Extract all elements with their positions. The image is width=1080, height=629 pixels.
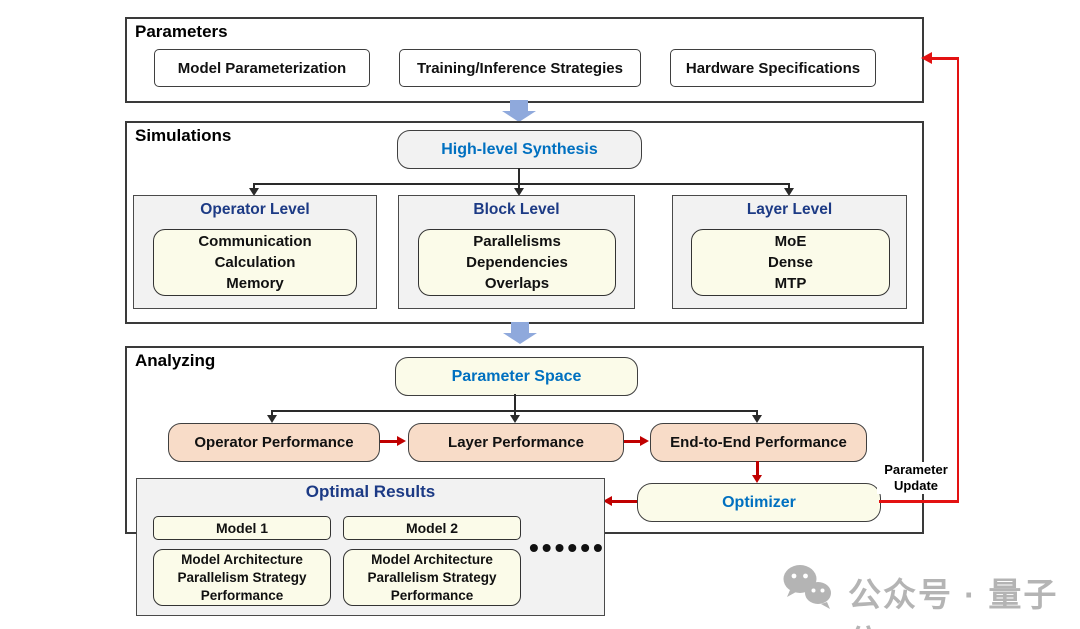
optimizer-text: Optimizer [722, 493, 796, 511]
model-2-detail-line: Parallelism Strategy [367, 569, 497, 585]
ellipsis-dots: •••••• [529, 532, 606, 563]
simulations-label: Simulations [135, 126, 232, 145]
parameter-space-box: Parameter Space [395, 357, 638, 396]
operator-level-line: Memory [226, 275, 284, 292]
wechat-icon [783, 565, 831, 609]
connector-line [518, 183, 520, 189]
model-1-text: Model 1 [215, 519, 269, 536]
arrowhead-down-icon [784, 188, 794, 196]
arrowhead-down-icon [514, 188, 524, 196]
operator-level-line: Calculation [214, 254, 296, 271]
layer-level-line: MoE [774, 233, 807, 250]
connector-line [514, 410, 516, 416]
training-inference-strategies-text: Training/Inference Strategies [417, 59, 623, 77]
layer-level-items-box: MoE Dense MTP [691, 229, 890, 296]
block-level-line: Overlaps [484, 275, 550, 292]
arrowhead-down-icon [267, 415, 277, 423]
arrowhead-down-icon [752, 475, 762, 483]
operator-level-line: Communication [198, 233, 312, 250]
connector-line [254, 183, 790, 185]
operator-performance-box: Operator Performance [168, 423, 380, 462]
parameters-section: Parameters Model Parameterization Traini… [125, 17, 924, 103]
high-level-synthesis-box: High-level Synthesis [397, 130, 642, 169]
model-2-detail-line: Performance [390, 587, 474, 603]
optimizer-box: Optimizer [637, 483, 881, 522]
analyzing-label: Analyzing [135, 351, 216, 370]
hardware-specifications-text: Hardware Specifications [685, 59, 861, 77]
parameter-update-label: Parameter Update [877, 462, 955, 494]
feedback-loop-line [931, 57, 959, 60]
connector-line [514, 394, 516, 411]
layer-performance-box: Layer Performance [408, 423, 624, 462]
operator-level-title: Operator Level [200, 201, 310, 218]
model-2-box: Model 2 [343, 516, 521, 540]
down-block-arrow-1-icon [502, 100, 536, 122]
layer-level-line: MTP [774, 275, 807, 292]
model-2-text: Model 2 [405, 519, 459, 536]
model-1-details-box: Model Architecture Parallelism Strategy … [153, 549, 331, 606]
connector-line [788, 183, 790, 189]
block-level-panel: Block Level Parallelisms Dependencies Ov… [398, 195, 635, 309]
arrowhead-left-icon [921, 52, 932, 64]
high-level-synthesis-text: High-level Synthesis [441, 140, 598, 158]
arrowhead-right-icon [640, 436, 649, 446]
red-arrow-line [380, 440, 398, 443]
model-2-details-box: Model Architecture Parallelism Strategy … [343, 549, 521, 606]
operator-level-items-box: Communication Calculation Memory [153, 229, 357, 296]
connector-line [756, 410, 758, 416]
watermark-text: 公众号 · 量子位 [848, 576, 1059, 629]
arrowhead-right-icon [397, 436, 406, 446]
operator-level-panel: Operator Level Communication Calculation… [133, 195, 377, 309]
operator-performance-text: Operator Performance [194, 434, 354, 451]
connector-line [271, 410, 273, 416]
feedback-loop-line [956, 57, 959, 502]
block-level-title: Block Level [473, 201, 560, 218]
block-level-items-box: Parallelisms Dependencies Overlaps [418, 229, 616, 296]
connector-line [518, 168, 520, 184]
red-arrow-line [756, 461, 759, 476]
model-1-detail-line: Parallelism Strategy [177, 569, 307, 585]
arrowhead-down-icon [249, 188, 259, 196]
parameters-label: Parameters [135, 22, 228, 41]
layer-level-title: Layer Level [746, 201, 833, 218]
down-block-arrow-2-icon [503, 322, 537, 344]
connector-line [253, 183, 255, 189]
end-to-end-performance-box: End-to-End Performance [650, 423, 867, 462]
training-inference-strategies-box: Training/Inference Strategies [399, 49, 641, 87]
model-2-detail-line: Model Architecture [371, 551, 493, 567]
model-parameterization-box: Model Parameterization [154, 49, 370, 87]
block-level-line: Dependencies [466, 254, 568, 271]
layer-level-line: Dense [767, 254, 814, 271]
model-parameterization-text: Model Parameterization [177, 59, 347, 77]
model-1-box: Model 1 [153, 516, 331, 540]
feedback-loop-line [879, 500, 959, 503]
red-arrow-line [611, 500, 637, 503]
end-to-end-performance-text: End-to-End Performance [670, 434, 847, 451]
optimal-results-panel: Optimal Results Model 1 Model 2 Model Ar… [136, 478, 605, 616]
red-arrow-line [624, 440, 641, 443]
layer-performance-text: Layer Performance [448, 434, 584, 451]
block-level-line: Parallelisms [473, 233, 561, 250]
layer-level-panel: Layer Level MoE Dense MTP [672, 195, 907, 309]
arrowhead-left-icon [603, 496, 612, 506]
parameter-space-text: Parameter Space [451, 367, 582, 385]
model-1-detail-line: Model Architecture [181, 551, 303, 567]
arrowhead-down-icon [510, 415, 520, 423]
hardware-specifications-box: Hardware Specifications [670, 49, 876, 87]
optimal-results-title: Optimal Results [305, 482, 436, 501]
model-1-detail-line: Performance [200, 587, 284, 603]
arrowhead-down-icon [752, 415, 762, 423]
